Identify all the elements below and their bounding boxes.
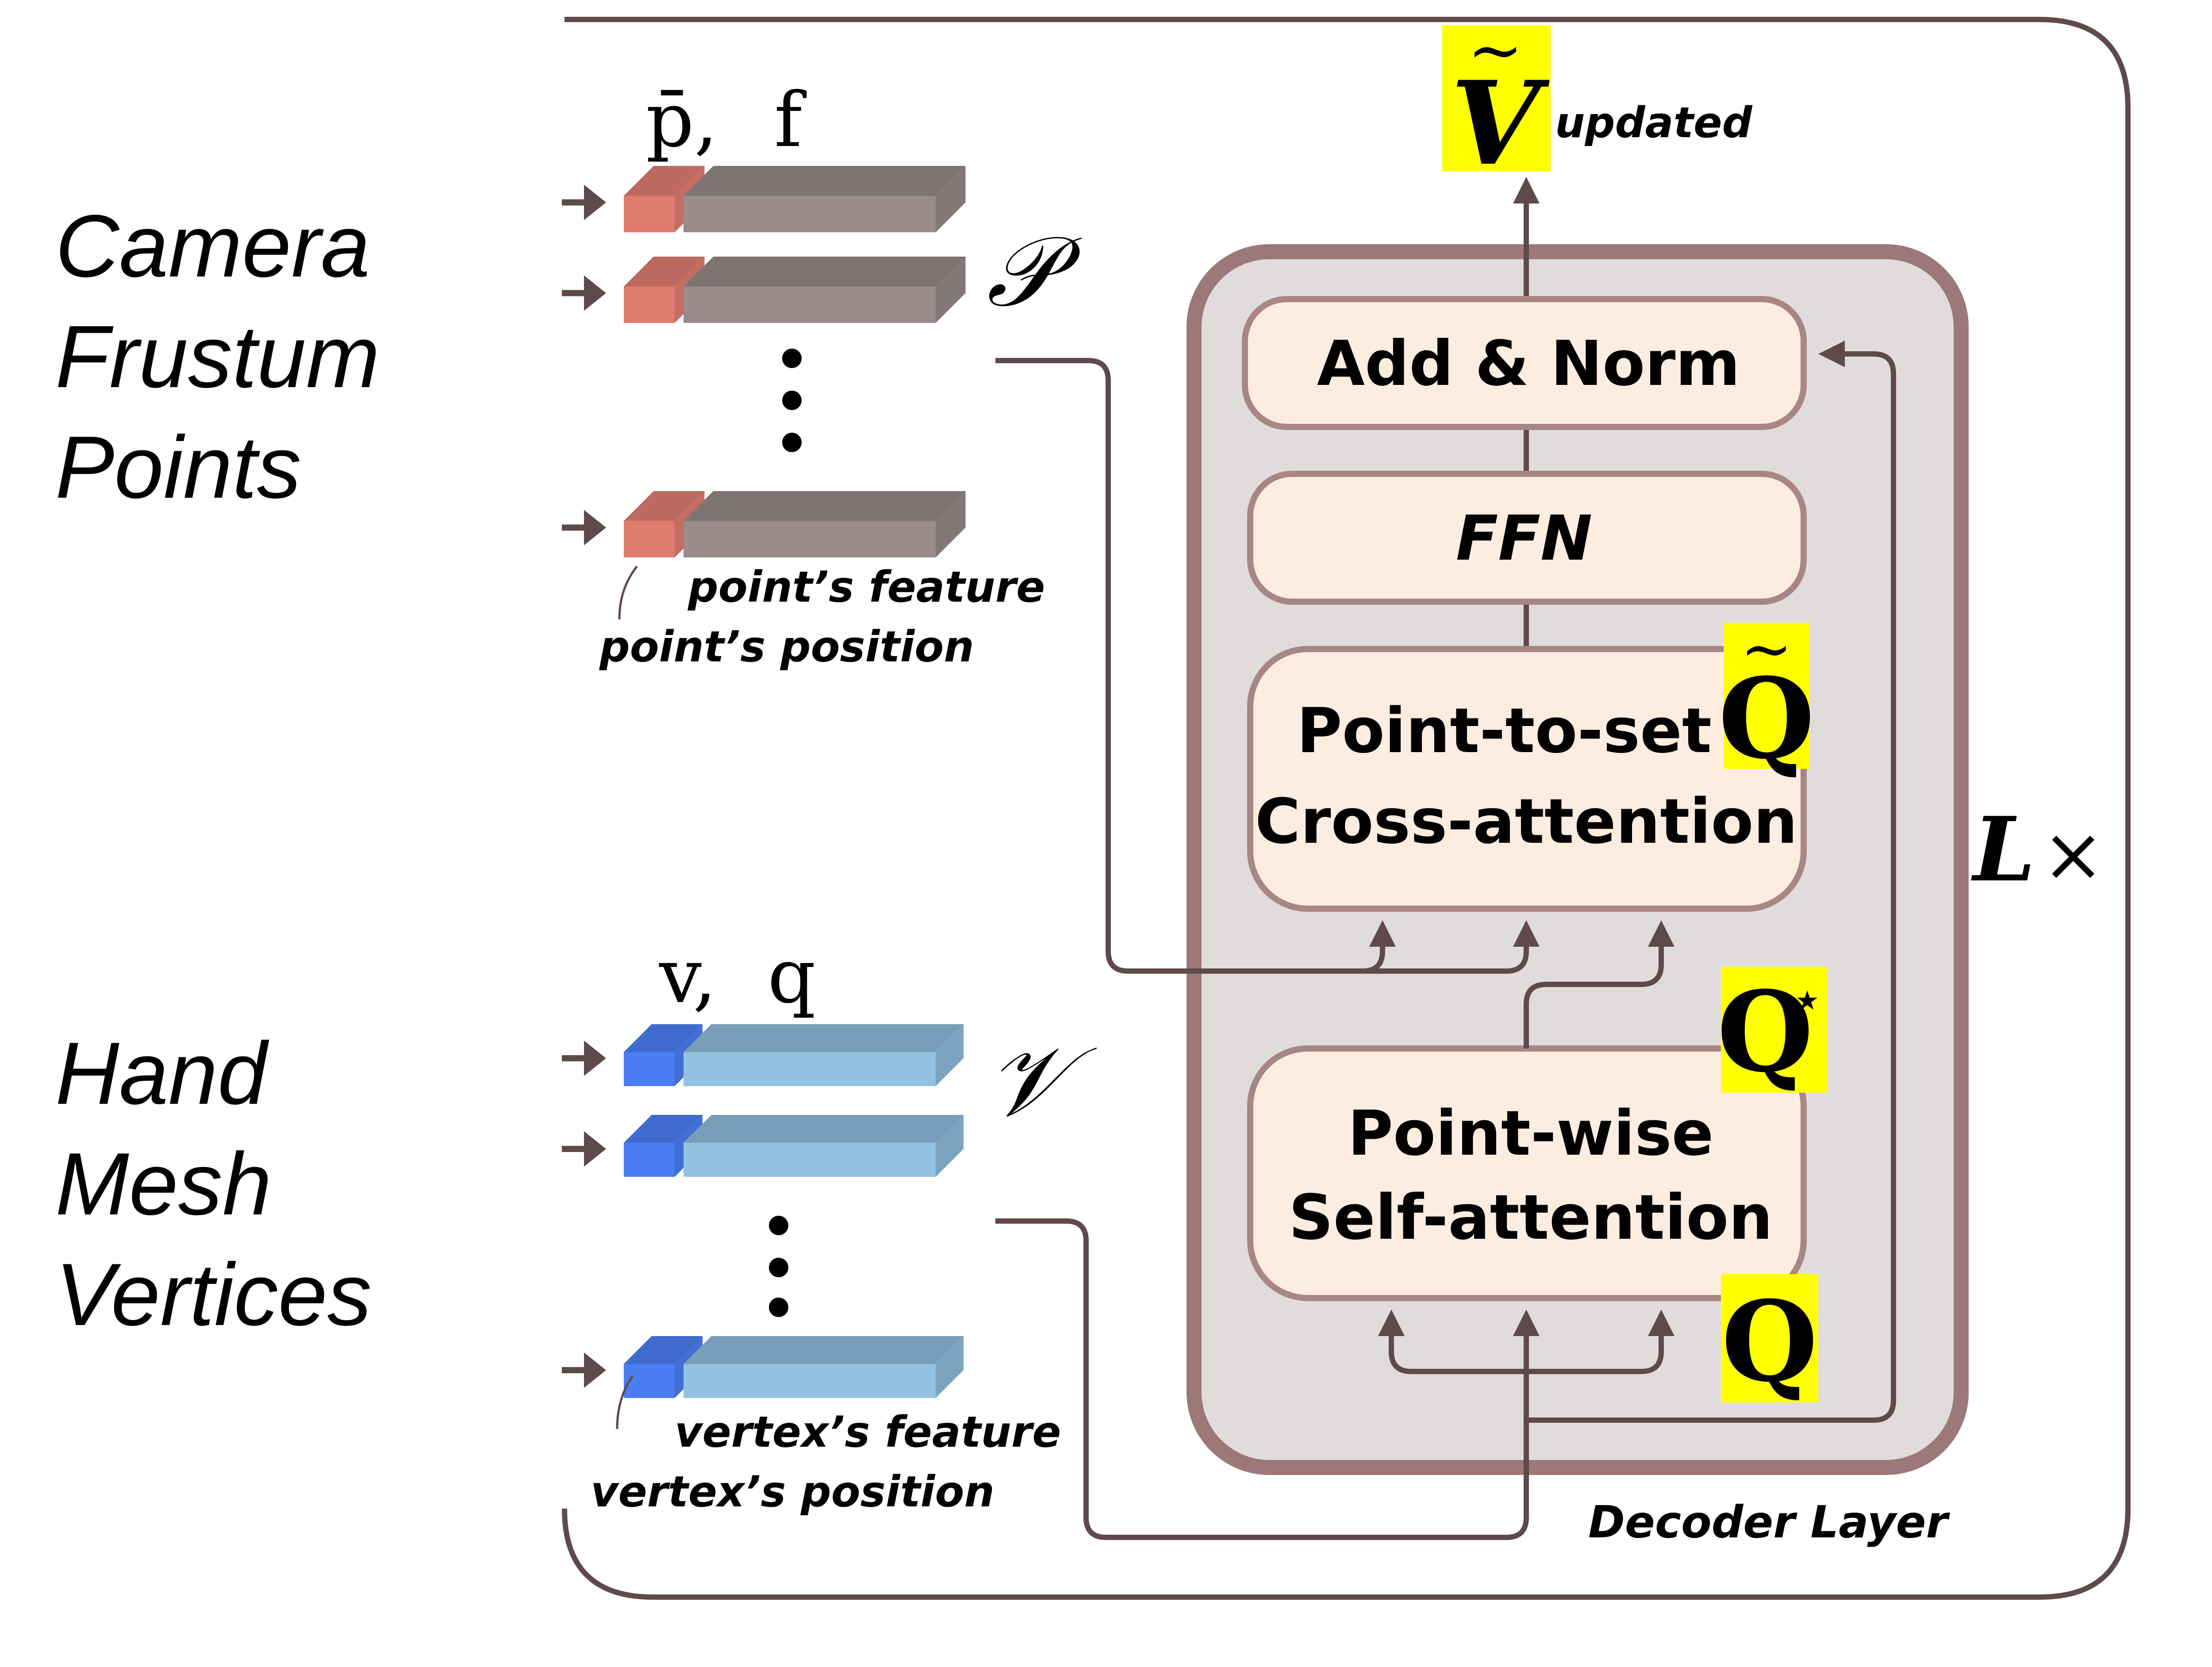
position-cube (624, 521, 675, 557)
v-letter: V (1451, 56, 1551, 191)
cube-face (936, 1115, 964, 1177)
add-norm-block: Add & Norm (1242, 296, 1807, 430)
vertex-ellipsis (769, 1216, 788, 1317)
label-line: Mesh (55, 1135, 272, 1233)
input-arrow-icon (584, 184, 606, 220)
q-letter: Q (1717, 967, 1813, 1097)
point-position-label: point’s position (599, 622, 974, 672)
outer-frame (562, 17, 2131, 1600)
v-updated-symbol: ~ V updated (1442, 12, 1753, 191)
label-line: Points (55, 418, 301, 517)
position-cube (624, 1364, 675, 1398)
cube-face (936, 491, 966, 557)
input-arrow-icon (584, 275, 606, 311)
point-set-symbol: 𝒫 (987, 215, 1082, 328)
ffn-label: FFN (1456, 503, 1592, 575)
cube-face (684, 257, 966, 287)
vertex-token (562, 1115, 964, 1177)
vertex-callout-line (616, 1375, 634, 1429)
highlight-box (1442, 25, 1551, 171)
input-arrow-icon (584, 510, 606, 545)
cube-face (684, 1115, 964, 1143)
vertex-token-rows (562, 1024, 964, 1398)
feature-bar (684, 521, 936, 557)
point-token-rows (562, 166, 966, 557)
self-attention-label-2: Self-attention (1289, 1182, 1773, 1254)
position-cube (624, 1052, 675, 1086)
cross-attention-label-1: Point-to-set (1297, 695, 1712, 767)
repeat-L: L (1971, 798, 2035, 902)
q-letter: Q (1721, 1276, 1818, 1406)
decoder-layer-caption: Decoder Layer (1588, 1496, 1950, 1548)
cross-attention-label-2: Cross-attention (1255, 786, 1797, 858)
vertex-feat-symbol: q (768, 933, 816, 1020)
feature-bar (684, 1364, 936, 1398)
input-arrow-icon (584, 1131, 606, 1167)
cube-face (624, 166, 705, 196)
highlight-box (1724, 623, 1810, 769)
cube-face (936, 1024, 964, 1086)
flow-lines (995, 341, 1896, 1540)
input-arrow-icon (584, 1352, 606, 1388)
tilde-mark: ~ (1467, 12, 1523, 89)
cube-face (624, 1115, 703, 1143)
vertex-pos-symbol: v, (659, 933, 717, 1020)
q-symbol: Q (1721, 1274, 1818, 1406)
cube-face (624, 491, 705, 521)
label-line: Camera (55, 197, 370, 296)
repeat-label: L × (1971, 798, 2104, 902)
self-attention-block: Point-wise Self-attention (1247, 1045, 1807, 1301)
q-tilde-symbol: ~ Q (1718, 613, 1815, 784)
feature-bar (684, 1143, 936, 1177)
feature-bar (684, 196, 936, 232)
repeat-times: × (2042, 811, 2104, 899)
label-line: Vertices (55, 1245, 372, 1344)
highlight-box (1721, 1274, 1818, 1402)
position-cube (624, 196, 675, 232)
cube-face (684, 166, 966, 196)
highlight-box (1721, 967, 1827, 1093)
updated-subscript: updated (1555, 99, 1753, 147)
vertex-feature-label: vertex’s feature (675, 1407, 1061, 1457)
ffn-block: FFN (1247, 471, 1807, 605)
point-ellipsis (782, 349, 802, 452)
cube-face (684, 491, 966, 521)
star-mark: ⋆ (1790, 969, 1824, 1030)
feature-bar (684, 286, 936, 323)
q-star-symbol: Q ⋆ (1717, 967, 1827, 1097)
cube-face (936, 1336, 964, 1398)
self-attention-label-1: Point-wise (1348, 1098, 1713, 1170)
label-line: Frustum (55, 307, 380, 406)
point-tokens: p̄, f (646, 77, 807, 164)
cube-face (624, 257, 705, 287)
cube-face (624, 1024, 703, 1052)
cube-face (684, 1024, 964, 1052)
hand-mesh-vertices-label: Hand Mesh Vertices (55, 1024, 372, 1344)
point-feature-label: point’s feature (687, 562, 1045, 612)
point-token (562, 257, 966, 323)
vertex-token (562, 1024, 964, 1086)
vertex-position-label: vertex’s position (591, 1467, 995, 1517)
vertex-set-symbol: 𝒱 (987, 1025, 1097, 1138)
point-token (562, 166, 966, 232)
q-letter: Q (1718, 653, 1815, 784)
point-feat-symbol: f (774, 77, 807, 164)
vertex-token (562, 1336, 964, 1398)
position-cube (624, 286, 675, 323)
cube-face (936, 257, 966, 323)
cube-face (624, 1336, 703, 1364)
camera-frustum-points-label: Camera Frustum Points (55, 197, 380, 517)
point-callout-line (618, 565, 638, 620)
input-arrow-icon (584, 1041, 606, 1076)
point-token (562, 491, 966, 557)
cross-attention-block: Point-to-set Cross-attention (1247, 646, 1807, 912)
tilde-mark: ~ (1740, 613, 1792, 685)
cube-face (936, 166, 966, 232)
position-cube (624, 1143, 675, 1177)
point-pos-symbol: p̄, (646, 77, 718, 164)
cube-face (684, 1336, 964, 1364)
label-line: Hand (55, 1024, 269, 1123)
add-norm-label: Add & Norm (1317, 328, 1740, 400)
feature-bar (684, 1052, 936, 1086)
